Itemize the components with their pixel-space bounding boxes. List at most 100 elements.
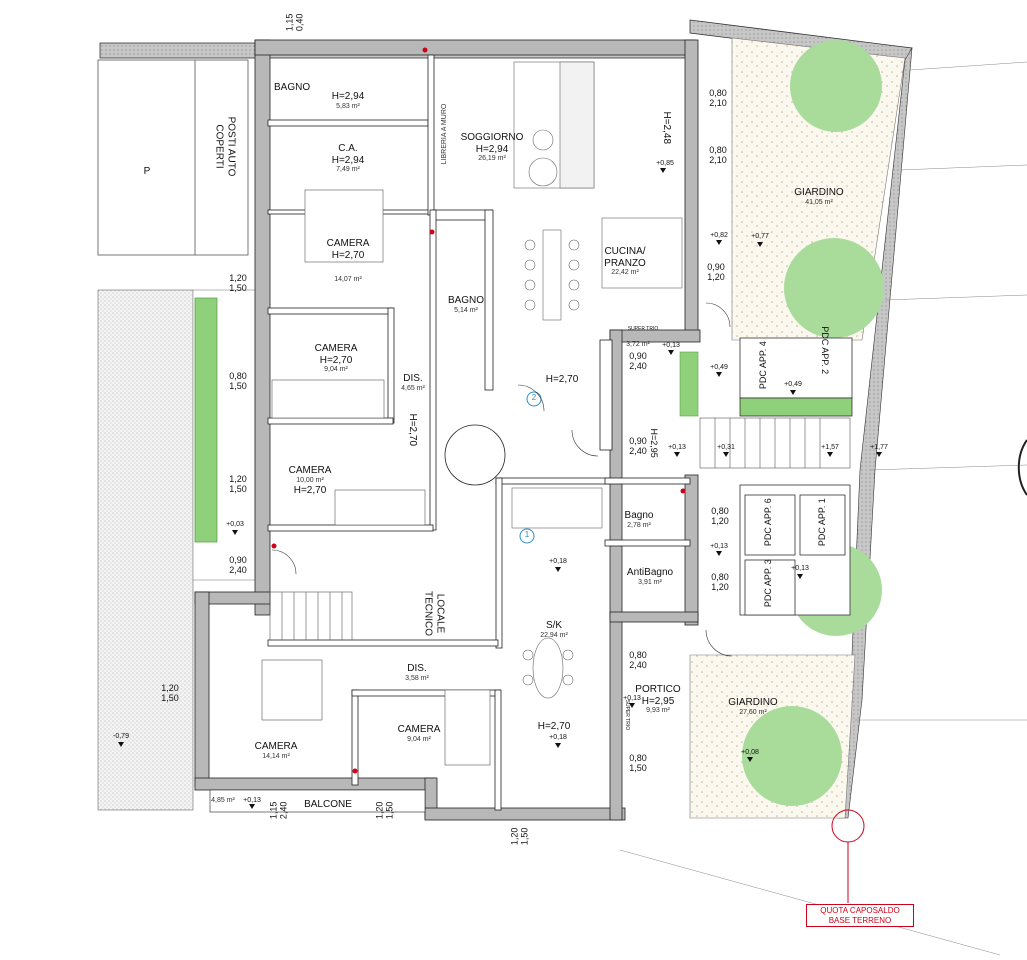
level: +0,13 xyxy=(710,543,728,550)
tree xyxy=(784,238,884,338)
level: +0,03 xyxy=(226,521,244,528)
room-dis-2: DIS.3,58 m² xyxy=(405,663,429,682)
level: +0,85 xyxy=(656,160,674,167)
pdc-units xyxy=(739,337,853,616)
level: +0,13 xyxy=(623,695,641,702)
level: +0,31 xyxy=(717,444,735,451)
circle-1-label: 1 xyxy=(524,530,530,539)
round-column xyxy=(444,424,506,486)
edge-arc xyxy=(1017,439,1027,496)
pdc-app4: PDC APP. 4 xyxy=(757,341,768,390)
circle-2-label: 2 xyxy=(531,393,537,402)
level: +0,77 xyxy=(751,233,769,240)
red-markers xyxy=(271,47,686,774)
bed xyxy=(261,189,491,766)
sk-height: H=2,70 xyxy=(537,721,571,732)
parking-p-label: P xyxy=(143,166,151,177)
level: +1,57 xyxy=(821,444,839,451)
level: +0,49 xyxy=(710,364,728,371)
parking-area xyxy=(97,59,249,256)
pdc-app6: PDC APP. 6 xyxy=(762,498,773,547)
tree xyxy=(742,706,842,806)
level: +0,13 xyxy=(668,444,686,451)
dis-height: H=2,70 xyxy=(406,413,418,447)
balcone xyxy=(209,789,426,813)
level: +1,77 xyxy=(870,444,888,451)
level: +0,18 xyxy=(549,734,567,741)
level: +0,13 xyxy=(243,797,261,804)
corridor-height: H=2,70 xyxy=(545,374,579,385)
dining-table xyxy=(524,229,580,321)
h248-label: H=2,48 xyxy=(660,111,672,145)
level: +0,08 xyxy=(741,749,759,756)
pdc-app3: PDC APP. 3 xyxy=(762,559,773,608)
left-hedge xyxy=(194,297,218,543)
room-camera-1-area: 14,07 m² xyxy=(334,276,362,283)
level: +0,49 xyxy=(784,381,802,388)
hedge-small xyxy=(679,351,699,417)
level: +0,13 xyxy=(662,342,680,349)
balcone-label: BALCONE xyxy=(304,799,352,810)
building-walls xyxy=(194,39,701,821)
level: -0,79 xyxy=(113,733,129,740)
room-bagno-top: BAGNO xyxy=(274,82,311,93)
tree xyxy=(790,40,882,132)
level: +0,13 xyxy=(791,565,809,572)
super-trio-area: 3,72 m² xyxy=(626,341,650,348)
kitchen-counter xyxy=(601,217,683,289)
level: +0,82 xyxy=(710,232,728,239)
kitchen-counter-lower xyxy=(511,487,603,529)
dining-table-lower xyxy=(522,637,574,699)
left-gravel-area xyxy=(97,289,194,811)
doors xyxy=(271,302,733,657)
staircase xyxy=(269,417,851,641)
level: +0,18 xyxy=(549,558,567,565)
room-dis-1: DIS.4,65 m² xyxy=(401,373,425,392)
living-furniture xyxy=(513,61,595,189)
super-trio-label: SUPER TRIO xyxy=(627,326,659,332)
balcone-area: 4,85 m² xyxy=(211,797,235,804)
h295-label: H=2,95 xyxy=(649,428,660,458)
level-markers xyxy=(118,168,882,809)
pdc-app1: PDC APP. 1 xyxy=(816,498,827,547)
terrain-lines xyxy=(619,61,1027,956)
marker-circle-1 xyxy=(519,528,535,544)
